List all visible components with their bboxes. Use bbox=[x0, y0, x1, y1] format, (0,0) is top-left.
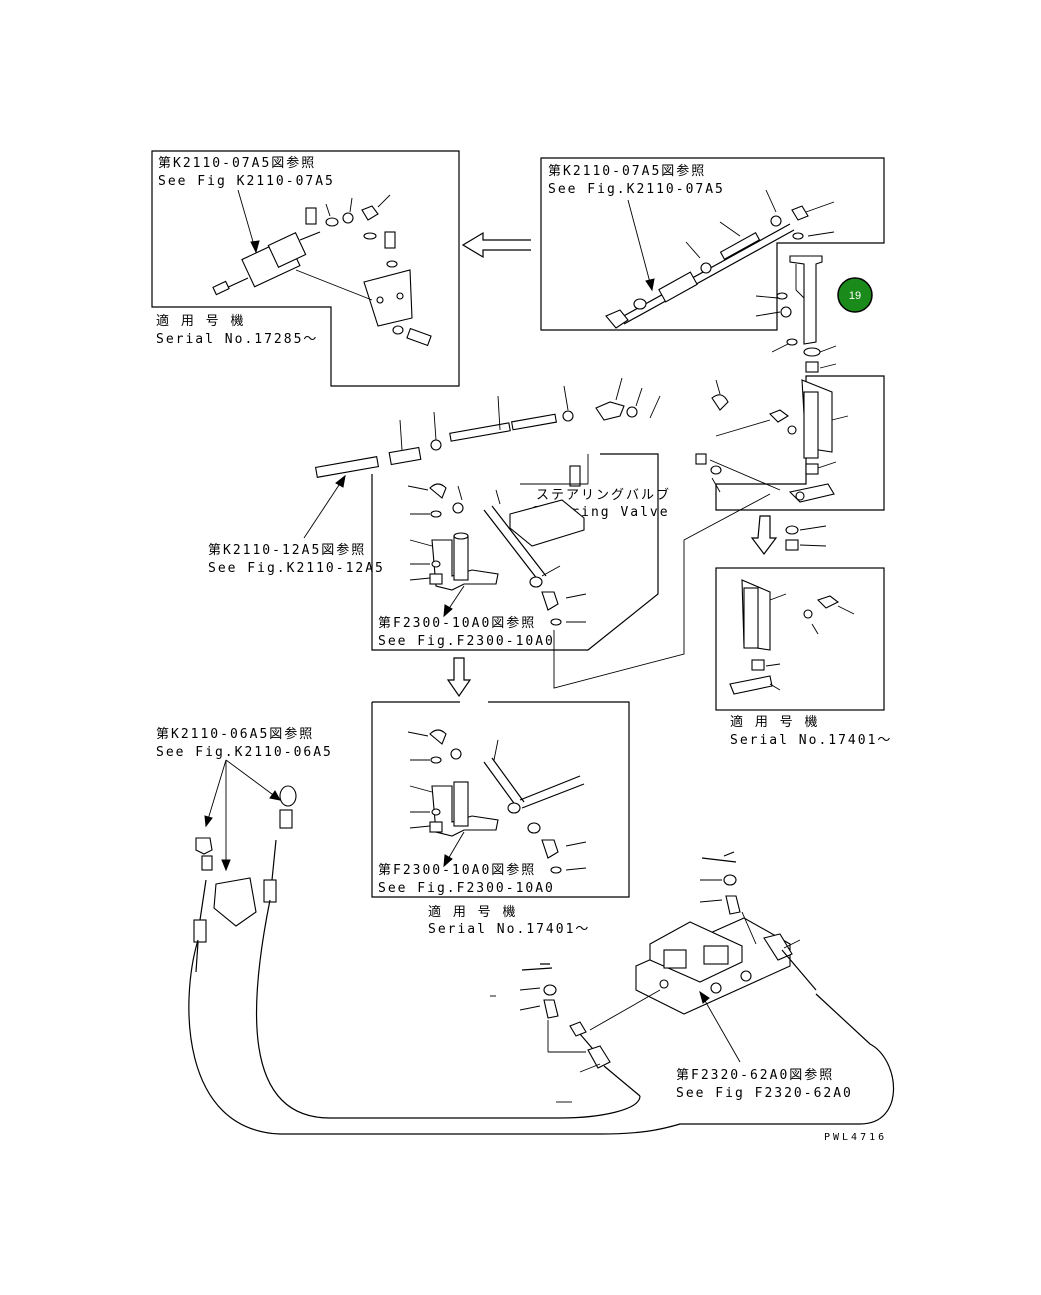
arrow-down-icon-middle bbox=[446, 657, 472, 698]
ref-k2110-07a5-right-jp: 第K2110-07A5図参照 bbox=[548, 163, 706, 179]
applicable-top-jp: 適 用 号 機 bbox=[156, 313, 245, 329]
ref-k2110-06a5-en: See Fig.K2110-06A5 bbox=[156, 745, 333, 760]
ref-f2300-10a0-lower-jp: 第F2300-10A0図参照 bbox=[378, 862, 536, 878]
shaft-part bbox=[755, 255, 837, 373]
applicable-lower-jp: 適 用 号 機 bbox=[428, 904, 517, 920]
inset-panel-right-lower: 適 用 号 機 Serial No.17401～ bbox=[715, 567, 892, 748]
callout-number: 19 bbox=[849, 290, 861, 302]
ref-k2110-12a5-en: See Fig.K2110-12A5 bbox=[208, 561, 385, 576]
control-box-part bbox=[635, 851, 817, 1063]
ref-k2110-07a5-left-jp: 第K2110-07A5図参照 bbox=[158, 155, 316, 171]
cylinder-assembly-part bbox=[212, 189, 432, 347]
ref-k2110-06a5-jp: 第K2110-06A5図参照 bbox=[156, 726, 314, 742]
arrow-left-icon bbox=[461, 231, 531, 259]
ref-f2320-62a0-en: See Fig F2320-62A0 bbox=[676, 1086, 853, 1101]
ref-k2110-07a5-left-en: See Fig K2110-07A5 bbox=[158, 174, 335, 189]
ref-k2110-07a5-right-en: See Fig.K2110-07A5 bbox=[548, 182, 725, 197]
ref-f2300-10a0-upper-jp: 第F2300-10A0図参照 bbox=[378, 615, 536, 631]
applicable-right-en: Serial No.17401～ bbox=[730, 733, 892, 748]
ref-f2300-10a0-upper-en: See Fig.F2300-10A0 bbox=[378, 634, 555, 649]
ref-f2320-62a0-jp: 第F2320-62A0図参照 bbox=[676, 1067, 834, 1083]
arrow-down-icon-right bbox=[750, 515, 778, 555]
rod-assembly-part bbox=[605, 189, 835, 329]
applicable-top-en: Serial No.17285～ bbox=[156, 332, 318, 347]
bracket-panel-right bbox=[695, 375, 885, 551]
inset-panel-top-left: 第K2110-07A5図参照 See Fig K2110-07A5 適 用 号 … bbox=[151, 150, 460, 387]
inset-panel-steering-valve: ステアリングバルブ Steering Valve 第F2300-10A0図参照 bbox=[371, 453, 671, 651]
callout-badge-19[interactable]: 19 bbox=[837, 277, 873, 313]
drawing-code: PWL4716 bbox=[824, 1132, 887, 1143]
applicable-lower-en: Serial No.17401～ bbox=[428, 922, 590, 937]
applicable-right-jp: 適 用 号 機 bbox=[730, 714, 819, 730]
inset-panel-lower-middle: 第F2300-10A0図参照 See Fig.F2300-10A0 bbox=[371, 701, 630, 898]
leader-line bbox=[553, 493, 771, 689]
ref-k2110-12a5-jp: 第K2110-12A5図参照 bbox=[208, 542, 366, 558]
cable-assembly-left: 第K2110-06A5図参照 See Fig.K2110-06A5 bbox=[156, 726, 895, 1135]
control-rod-assembly bbox=[303, 377, 661, 539]
steering-valve-jp-label: ステアリングバルブ bbox=[536, 487, 671, 503]
inset-panel-top-right: 第K2110-07A5図参照 See Fig.K2110-07A5 bbox=[540, 157, 885, 331]
cable-end-bottom bbox=[490, 963, 661, 1097]
ref-f2300-10a0-lower-en: See Fig.F2300-10A0 bbox=[378, 881, 555, 896]
